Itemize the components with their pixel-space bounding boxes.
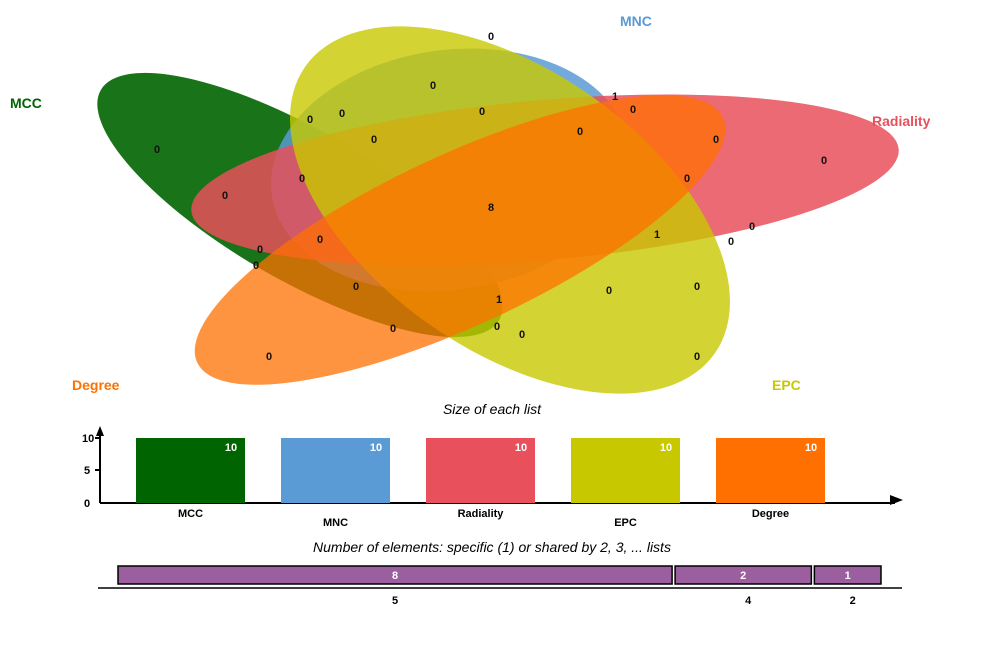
region-count: 8	[488, 202, 494, 214]
region-count: 0	[371, 134, 377, 146]
bar-epc	[571, 438, 680, 503]
region-count: 0	[266, 351, 272, 363]
region-count: 0	[222, 190, 228, 202]
region-count: 0	[299, 173, 305, 185]
set-label-mcc: MCC	[10, 95, 42, 111]
region-count: 0	[494, 321, 500, 333]
shared-segment	[813, 565, 882, 585]
region-count: 0	[713, 134, 719, 146]
shared-segment-count: 1	[845, 570, 851, 582]
shared-segment	[674, 565, 813, 585]
set-label-radiality: Radiality	[872, 113, 931, 129]
venn-region-counts: 0 0 1 0 0 0 0 0 0 0 0 0 0 0 0 8 0 1 0 0 …	[154, 31, 827, 363]
region-count: 0	[353, 281, 359, 293]
region-count: 0	[154, 144, 160, 156]
region-count: 1	[654, 229, 660, 241]
y-tick-label: 0	[84, 498, 90, 510]
category-label: Radiality	[458, 508, 505, 520]
shared-bar-group: 8 5 2 4 1 2	[117, 565, 882, 607]
region-count: 1	[612, 91, 618, 103]
bar-value-label: 10	[805, 442, 817, 454]
y-tick-label: 5	[84, 465, 90, 477]
region-count: 0	[630, 104, 636, 116]
bar-mnc	[281, 438, 390, 503]
region-count: 0	[488, 31, 494, 43]
region-count: 0	[749, 221, 755, 233]
bar-mcc	[136, 438, 245, 503]
shared-segment-count: 8	[392, 570, 398, 582]
region-count: 0	[694, 351, 700, 363]
category-label: Degree	[752, 508, 789, 520]
category-label: EPC	[614, 517, 637, 529]
region-count: 0	[519, 329, 525, 341]
set-label-mnc: MNC	[620, 13, 652, 29]
region-count: 0	[317, 234, 323, 246]
region-count: 0	[253, 260, 259, 272]
shared-segment	[117, 565, 673, 585]
bar-chart-title: Size of each list	[443, 401, 542, 417]
region-count: 0	[430, 80, 436, 92]
venn-ellipses	[97, 26, 899, 394]
region-count: 0	[307, 114, 313, 126]
set-label-epc: EPC	[772, 377, 801, 393]
region-count: 0	[577, 126, 583, 138]
region-count: 0	[390, 323, 396, 335]
bar-value-label: 10	[370, 442, 382, 454]
shared-segment-count: 2	[740, 570, 746, 582]
category-label: MCC	[178, 508, 203, 520]
region-count: 0	[479, 106, 485, 118]
region-count: 0	[821, 155, 827, 167]
bar-degree	[716, 438, 825, 503]
category-label: MNC	[323, 517, 348, 529]
shared-lists-label: 5	[392, 595, 398, 607]
bar-value-label: 10	[515, 442, 527, 454]
bar-radiality	[426, 438, 535, 503]
y-axis-arrow	[96, 426, 104, 436]
set-label-degree: Degree	[72, 377, 120, 393]
y-tick-label: 10	[82, 433, 94, 445]
region-count: 1	[496, 294, 502, 306]
x-axis-arrow	[890, 495, 903, 505]
region-count: 0	[257, 244, 263, 256]
ellipse-degree	[194, 95, 726, 385]
region-count: 0	[684, 173, 690, 185]
region-count: 0	[339, 108, 345, 120]
shared-lists-label: 4	[745, 595, 752, 607]
region-count: 0	[728, 236, 734, 248]
region-count: 0	[606, 285, 612, 297]
region-count: 0	[694, 281, 700, 293]
shared-chart-title: Number of elements: specific (1) or shar…	[313, 539, 671, 555]
bar-value-label: 10	[225, 442, 237, 454]
bar-value-label: 10	[660, 442, 672, 454]
shared-lists-label: 2	[850, 595, 856, 607]
